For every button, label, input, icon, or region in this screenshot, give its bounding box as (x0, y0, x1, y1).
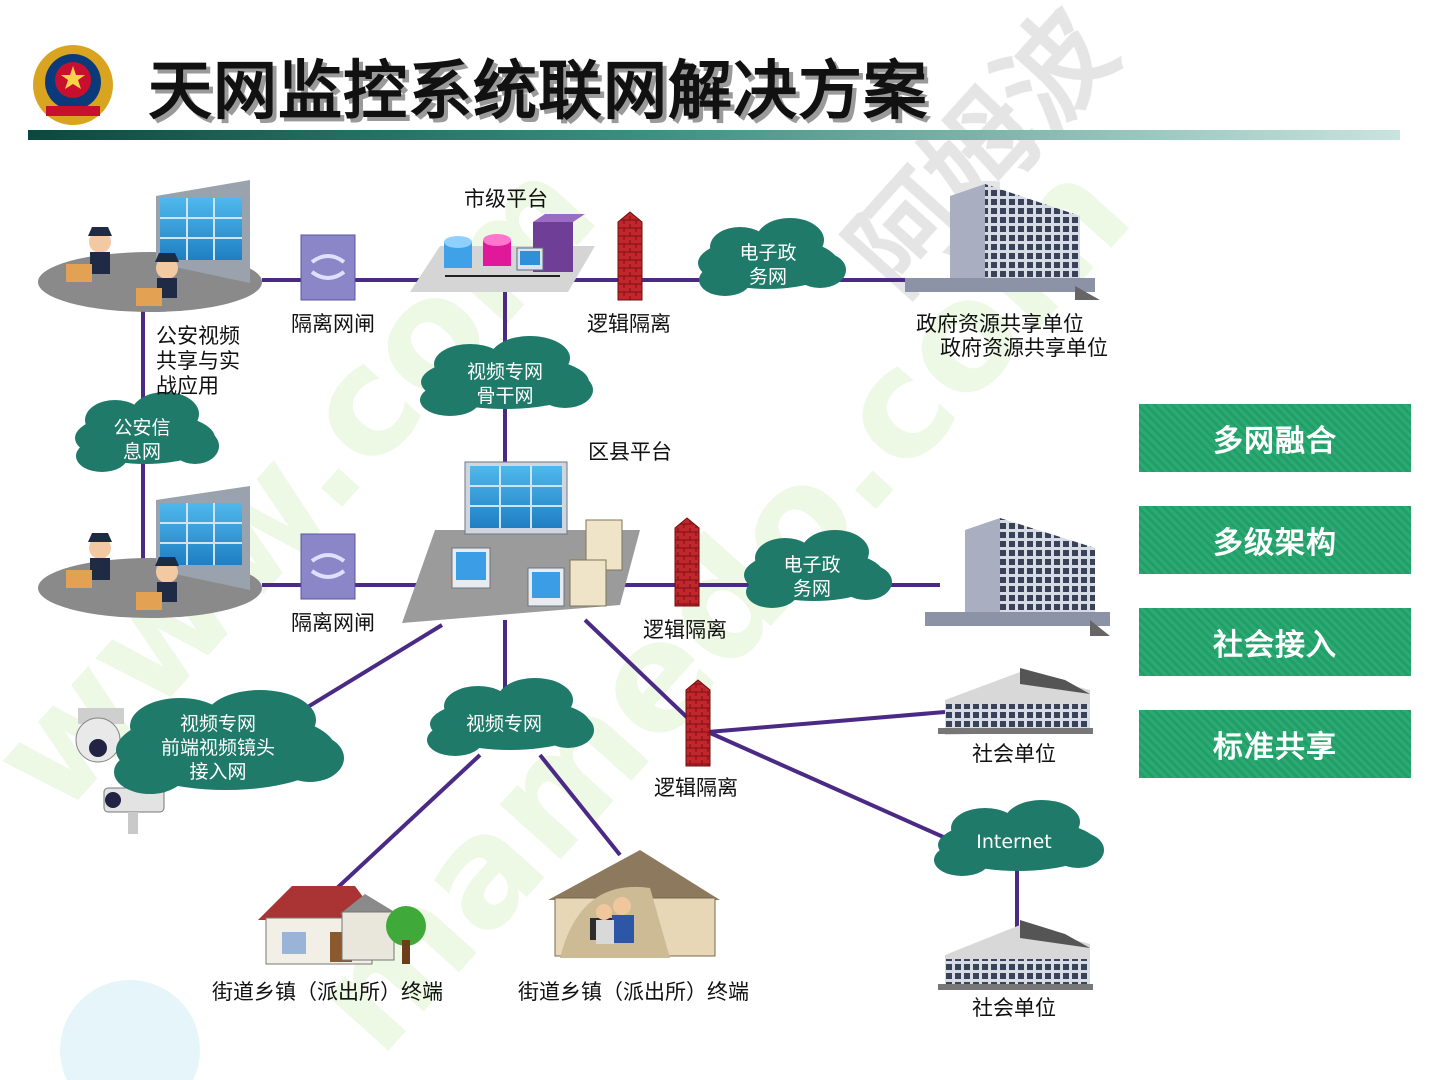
police-app-label-line2: 共享与实 (156, 349, 240, 373)
gateway-top-label: 隔离网闸 (291, 312, 375, 336)
gov-unit-label-2: 政府资源共享单位 (940, 336, 1108, 360)
cloud-frontend (114, 690, 344, 794)
cloud-frontend-line2: 前端视频镜头 (160, 737, 275, 759)
cloud-video-net (427, 678, 594, 756)
cloud-egov-top-label: 电子政 务网 (728, 241, 808, 289)
cloud-backbone (420, 336, 593, 416)
police-app-label-line1: 公安视频 (156, 324, 240, 348)
firewall-mid-icon (674, 517, 700, 607)
cloud-egov-top (698, 218, 846, 296)
social-unit-label-2: 社会单位 (972, 996, 1056, 1020)
gov-unit-label-1: 政府资源共享单位 (916, 312, 1084, 336)
cloud-backbone-label: 视频专网 骨干网 (453, 360, 557, 408)
network-links (141, 278, 1019, 945)
feature-standard-sharing[interactable]: 标准共享 (1139, 710, 1411, 778)
cloud-internet-label: Internet (962, 830, 1066, 854)
social-unit-label-1: 社会单位 (972, 742, 1056, 766)
camera-dome-icon (75, 708, 124, 763)
cloud-backbone-line1: 视频专网 (466, 361, 543, 383)
city-platform (410, 214, 595, 292)
cloud-egov-top-line1: 电子政 (739, 242, 797, 264)
title-divider (28, 130, 1400, 140)
gov-building-mid (925, 518, 1110, 636)
city-platform-label: 市级平台 (464, 187, 548, 211)
cloud-video-net-line1: 视频专网 (465, 713, 542, 735)
cloud-egov-mid-line1: 电子政 (783, 554, 841, 576)
police-station-bottom (38, 486, 262, 618)
terminal-label-2: 街道乡镇（派出所）终端 (518, 980, 749, 1004)
cloud-frontend-line3: 接入网 (189, 761, 247, 783)
cloud-frontend-line1: 视频专网 (179, 713, 256, 735)
page-title: 天网监控系统联网解决方案 (148, 55, 928, 129)
cloud-internet-line1: Internet (976, 831, 1052, 853)
terminal-label-1: 街道乡镇（派出所）终端 (212, 980, 443, 1004)
logic-isolation-top-label: 逻辑隔离 (587, 312, 671, 336)
cloud-backbone-line2: 骨干网 (476, 385, 534, 407)
cloud-video-net-label: 视频专网 (450, 712, 558, 736)
camera-bullet-icon (103, 787, 165, 834)
house-terminal-icon (258, 886, 426, 965)
police-station-top (38, 180, 262, 312)
feature-social-access[interactable]: 社会接入 (1139, 608, 1411, 676)
police-emblem-icon (33, 45, 113, 125)
gateway-top-icon (300, 234, 356, 301)
cloud-internet (934, 800, 1104, 876)
gov-building-top (905, 184, 1100, 300)
police-office-terminal-icon (548, 850, 720, 958)
feature-multi-level[interactable]: 多级架构 (1139, 506, 1411, 574)
district-platform (402, 461, 640, 623)
district-platform-label: 区县平台 (588, 440, 672, 464)
gateway-mid-label: 隔离网闸 (291, 611, 375, 635)
social-building-bottom (938, 920, 1093, 990)
cloud-police-info-label: 公安信 息网 (102, 416, 182, 464)
cloud-police-info-line2: 息网 (122, 441, 161, 463)
gateway-mid-icon (300, 533, 356, 600)
cloud-frontend-label: 视频专网 前端视频镜头 接入网 (146, 712, 290, 784)
cloud-police-info-line1: 公安信 (113, 417, 171, 439)
cloud-police-info (75, 392, 219, 472)
social-building-top (938, 668, 1093, 735)
cloud-egov-mid-label: 电子政 务网 (772, 553, 852, 601)
cloud-egov-top-line2: 务网 (748, 266, 787, 288)
logic-isolation-mid-label: 逻辑隔离 (643, 618, 727, 642)
cloud-egov-mid-line2: 务网 (792, 578, 831, 600)
logic-isolation-bottom-label: 逻辑隔离 (654, 776, 738, 800)
police-app-label-line3: 战应用 (156, 374, 219, 398)
cloud-egov-mid (744, 530, 892, 608)
firewall-bottom-icon (685, 679, 711, 767)
firewall-top-icon (617, 211, 643, 301)
feature-multi-network[interactable]: 多网融合 (1139, 404, 1411, 472)
